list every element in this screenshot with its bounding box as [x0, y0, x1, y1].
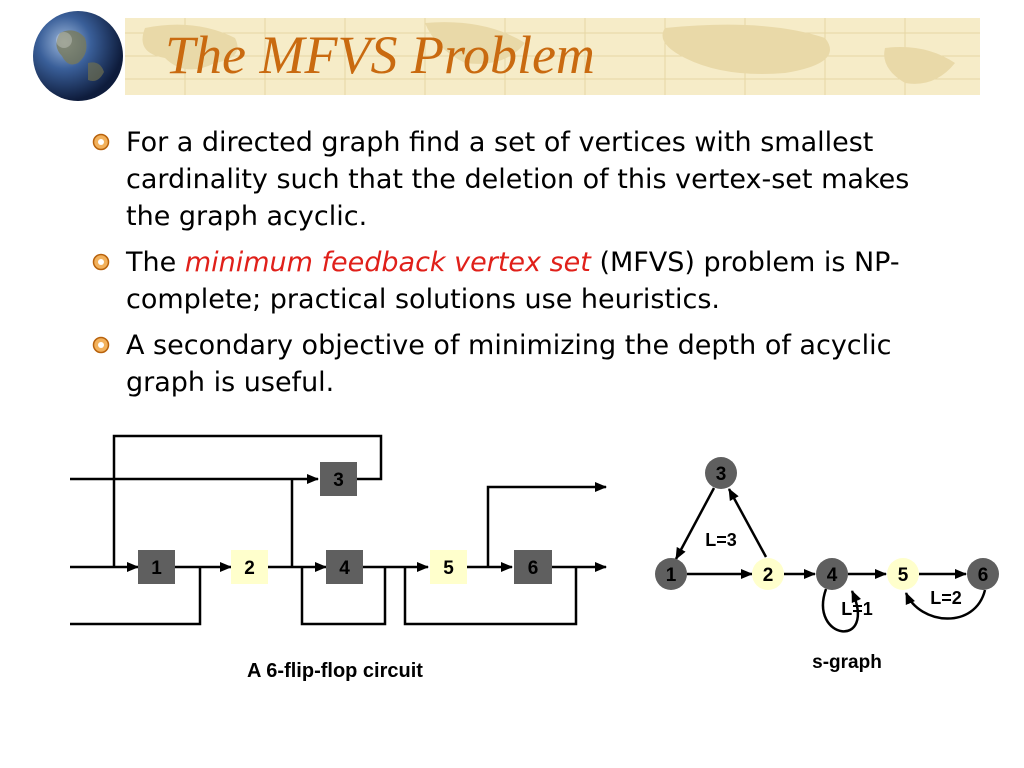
diagram-area: 1 2 3 4 5 6 A 6-flip-flop circuit 1 2 [70, 434, 999, 682]
sgraph-edge-6-5 [904, 589, 987, 620]
bullet-list: For a directed graph find a set of verti… [90, 124, 950, 410]
flipflop-label: 4 [339, 558, 350, 579]
sgraph-node-label: 1 [666, 565, 677, 586]
bullet-item-definition: For a directed graph find a set of verti… [90, 124, 950, 235]
sgraph-edge-3-1 [674, 487, 716, 560]
globe-icon [33, 11, 123, 101]
flipflop-1: 1 [138, 550, 175, 584]
world-map-background [125, 18, 980, 95]
sgraph-edge-label-l3: L=3 [705, 530, 737, 550]
bullet-item-np-complete: The minimum feedback vertex set (MFVS) p… [90, 244, 950, 318]
slide-title: The MFVS Problem [165, 25, 595, 85]
sgraph-self-loop-4 [821, 588, 862, 633]
sgraph-caption: s-graph [812, 652, 882, 673]
bullet-item-secondary-objective: A secondary objective of minimizing the … [90, 327, 950, 401]
circuit-wire-ff2-bottom-loop [70, 567, 202, 626]
bullet-text: A secondary objective of minimizing the … [126, 330, 892, 398]
sgraph-diagram [674, 487, 987, 633]
flipflop-label: 3 [333, 470, 344, 491]
sgraph-edge-label-l1: L=1 [841, 599, 873, 619]
sgraph-edge-label-l2: L=2 [930, 588, 962, 608]
bullet-text-before: The [126, 247, 185, 278]
flipflop-6: 6 [514, 550, 552, 584]
flipflop-5: 5 [430, 550, 467, 584]
title-banner-world-map [125, 18, 980, 95]
bullet-marker-icon [92, 133, 110, 151]
sgraph-node-label: 2 [763, 565, 774, 586]
circuit-caption: A 6-flip-flop circuit [247, 660, 423, 682]
circuit-wire-ff5-output [486, 482, 607, 567]
sgraph-node-label: 6 [978, 565, 989, 586]
sgraph-node-label: 3 [716, 464, 727, 485]
flipflop-label: 5 [443, 558, 454, 579]
sgraph-node-3: 3 [705, 457, 737, 489]
flipflop-4: 4 [326, 550, 363, 584]
sgraph-node-4: 4 [816, 558, 848, 590]
bullet-text: For a directed graph find a set of verti… [126, 127, 910, 232]
circuit-wire-ff6-ff5-loop [403, 567, 578, 626]
sgraph-node-6: 6 [967, 558, 999, 590]
sgraph-edge-2-3 [727, 488, 768, 558]
sgraph-node-5: 5 [887, 558, 919, 590]
sgraph-node-label: 4 [827, 565, 838, 586]
bullet-text-after: (MFVS) problem is NP-complete; practical… [126, 247, 900, 315]
flipflop-label: 2 [244, 558, 255, 579]
circuit-wire-ff3-feedback-ff1 [112, 434, 383, 567]
flipflop-2: 2 [231, 550, 268, 584]
circuit-wire-ff4-self-loop [300, 567, 387, 626]
flipflop-label: 1 [151, 558, 162, 579]
bullet-marker-icon [92, 253, 110, 271]
bullet-emphasis-term: minimum feedback vertex set [184, 247, 591, 278]
sgraph-node-1: 1 [655, 558, 687, 590]
flipflop-3: 3 [320, 462, 357, 496]
sgraph-node-label: 5 [898, 565, 909, 586]
bullet-marker-icon [92, 336, 110, 354]
sgraph-node-2: 2 [752, 558, 784, 590]
circuit-diagram [70, 434, 607, 626]
flipflop-label: 6 [528, 558, 539, 579]
